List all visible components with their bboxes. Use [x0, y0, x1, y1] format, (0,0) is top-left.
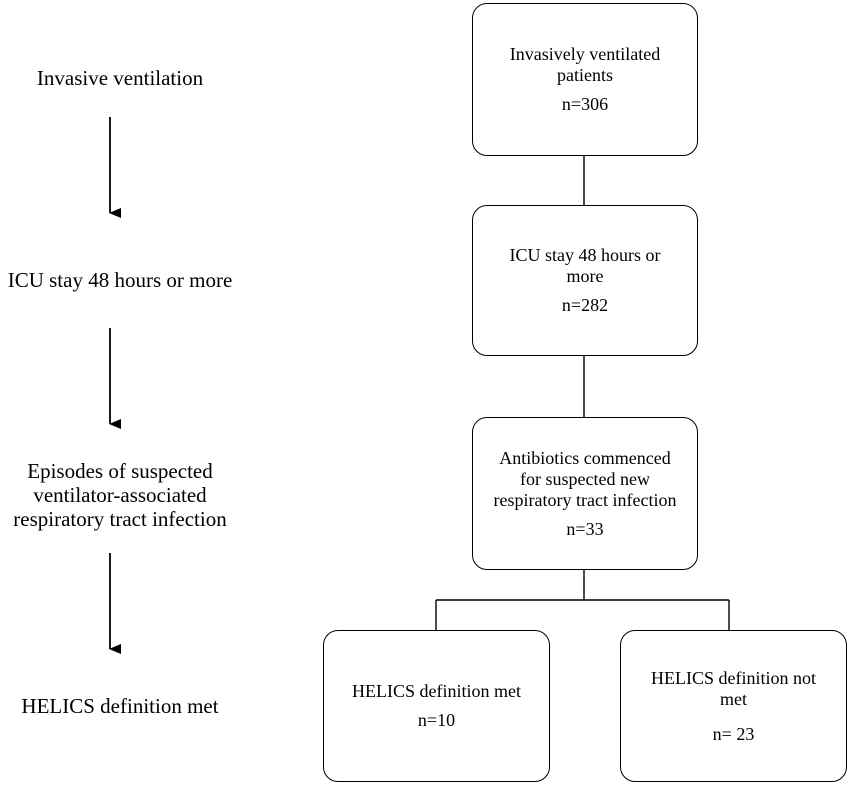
box-title: Invasively ventilated patients	[509, 44, 661, 85]
box-icu: ICU stay 48 hours or more n=282	[472, 205, 698, 356]
box-title: HELICS definition met	[352, 681, 521, 701]
box-count: n= 23	[712, 723, 755, 744]
stage-label-helics-met: HELICS definition met	[21, 694, 219, 718]
box-title: HELICS definition not met	[651, 667, 816, 709]
stage-label-suspected-infection: Episodes of suspected ventilator-associa…	[13, 459, 227, 531]
box-antibiotics: Antibiotics commenced for suspected new …	[472, 417, 698, 570]
box-ventilated: Invasively ventilated patients n=306	[472, 3, 698, 156]
box-helics-met: HELICS definition met n=10	[323, 630, 550, 782]
box-count: n=282	[561, 295, 609, 315]
box-helics-not-met: HELICS definition not met n= 23	[620, 630, 847, 782]
stage-label-invasive-ventilation: Invasive ventilation	[36, 66, 204, 90]
stage-label-icu-stay: ICU stay 48 hours or more	[7, 268, 233, 292]
box-count: n=10	[417, 710, 456, 730]
box-count: n=33	[566, 518, 604, 539]
box-title: Antibiotics commenced for suspected new …	[493, 447, 677, 510]
box-count: n=306	[561, 94, 609, 114]
box-title: ICU stay 48 hours or more	[509, 245, 661, 286]
